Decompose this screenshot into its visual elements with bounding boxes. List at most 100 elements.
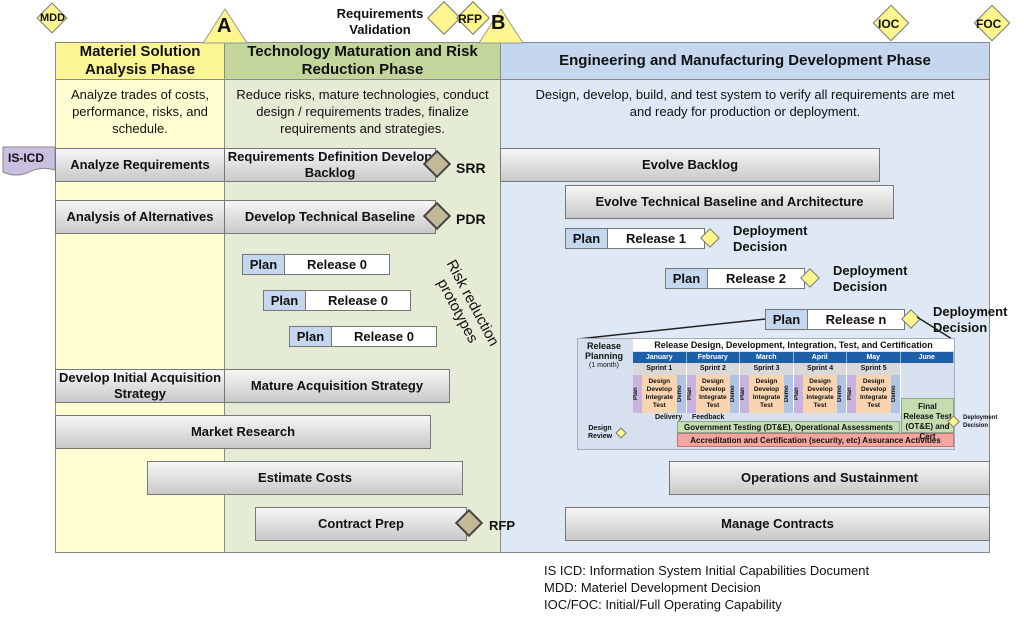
note-mdd: MDD: Materiel Development Decision bbox=[544, 580, 761, 595]
operations-and-sustainment-bar: Operations and Sustainment bbox=[669, 461, 990, 495]
release-planning-label: Release Planning bbox=[585, 341, 623, 361]
month-cell: January bbox=[633, 352, 687, 363]
sprint-plan-cell: Plan bbox=[847, 375, 857, 413]
is-icd-document-shape bbox=[2, 146, 56, 176]
release-0-row-2: Plan Release 0 bbox=[263, 290, 411, 311]
plan-cell: Plan bbox=[766, 310, 808, 329]
plan-cell: Plan bbox=[290, 327, 332, 346]
release-name: Release 0 bbox=[307, 257, 367, 272]
release-name: Release 0 bbox=[328, 293, 388, 308]
sprint-demo-cell: Demo bbox=[676, 375, 686, 413]
release-name: Release 2 bbox=[726, 271, 786, 286]
release-2-row: Plan Release 2 bbox=[665, 268, 805, 289]
month-cell: March bbox=[740, 352, 794, 363]
mature-acquisition-strategy-bar: Mature Acquisition Strategy bbox=[224, 369, 450, 403]
one-month-label: (1 month) bbox=[589, 362, 619, 369]
sprint-cell: Sprint 4 bbox=[794, 363, 848, 375]
milestone-b-label: B bbox=[491, 12, 506, 34]
phase-description-tmrr: Reduce risks, mature technologies, condu… bbox=[236, 87, 489, 136]
requirements-validation-label: Requirements Validation bbox=[336, 6, 424, 37]
sprint-demo-cell: Demo bbox=[837, 375, 847, 413]
deployment-decision-label: Deployment Decision bbox=[733, 223, 808, 254]
sprint-work: Design Develop Integrate Test bbox=[856, 375, 891, 413]
sprint-plan-cell: Plan bbox=[740, 375, 750, 413]
evolve-technical-baseline-bar: Evolve Technical Baseline and Architectu… bbox=[565, 185, 894, 219]
contract-prep-bar: Contract Prep bbox=[255, 507, 467, 541]
month-cell: June bbox=[901, 352, 954, 363]
sprint-cell: Sprint 5 bbox=[847, 363, 901, 375]
plan-cell: Plan bbox=[264, 291, 306, 310]
month-cell: May bbox=[847, 352, 901, 363]
final-release-test-box: Final Release Test (OT&E) and Cert bbox=[901, 398, 954, 441]
sprint-plan-cell: Plan bbox=[686, 375, 696, 413]
milestone-a-label: A bbox=[217, 15, 232, 37]
phase-header-msa: Materiel Solution Analysis Phase bbox=[55, 42, 225, 80]
month-cell: February bbox=[687, 352, 740, 363]
phase-description-emd: Design, develop, build, and test system … bbox=[535, 87, 955, 119]
release-name: Release 0 bbox=[354, 329, 414, 344]
estimate-costs-bar: Estimate Costs bbox=[147, 461, 463, 495]
release-detail-title: Release Design, Development, Integration… bbox=[633, 339, 954, 351]
milestone-a-triangle bbox=[202, 8, 248, 44]
milestone-foc-label: FOC bbox=[976, 17, 1002, 31]
note-is-icd: IS ICD: Information System Initial Capab… bbox=[544, 563, 870, 578]
milestone-mdd-label: MDD bbox=[40, 12, 66, 24]
phase-header-emd: Engineering and Manufacturing Developmen… bbox=[500, 42, 990, 80]
release-name: Release 1 bbox=[626, 231, 686, 246]
sprint-cell: Sprint 3 bbox=[740, 363, 794, 375]
release-0-row-3: Plan Release 0 bbox=[289, 326, 437, 347]
sprint-work: Design Develop Integrate Test bbox=[695, 375, 731, 413]
release-1-row: Plan Release 1 bbox=[565, 228, 705, 249]
feedback-label: Feedback bbox=[692, 414, 725, 421]
month-cell: April bbox=[794, 352, 847, 363]
develop-initial-acquisition-strategy-bar: Develop Initial Acquisition Strategy bbox=[55, 369, 225, 403]
design-review-label: Design Review bbox=[587, 425, 613, 440]
sprint-work: Design Develop Integrate Test bbox=[802, 375, 838, 413]
plan-cell: Plan bbox=[243, 255, 285, 274]
deployment-decision-label: Deployment Decision bbox=[833, 263, 908, 294]
milestone-ioc-label: IOC bbox=[878, 17, 900, 31]
analysis-of-alternatives-bar: Analysis of Alternatives bbox=[55, 200, 225, 234]
sprint-demo-cell: Demo bbox=[730, 375, 740, 413]
accreditation-bar: Accreditation and Certification (securit… bbox=[677, 433, 954, 447]
milestone-b-triangle bbox=[478, 8, 524, 44]
government-testing-bar: Government Testing (DT&E), Operational A… bbox=[677, 421, 900, 433]
note-ioc-foc: IOC/FOC: Initial/Full Operating Capabili… bbox=[544, 597, 782, 612]
analyze-requirements-bar: Analyze Requirements bbox=[55, 148, 225, 182]
plan-cell: Plan bbox=[666, 269, 708, 288]
develop-technical-baseline-bar: Develop Technical Baseline bbox=[224, 200, 436, 234]
phase-header-tmrr: Technology Maturation and Risk Reduction… bbox=[224, 42, 501, 80]
sprint-cell: Sprint 1 bbox=[633, 363, 687, 375]
sprint-plan-cell: Plan bbox=[633, 375, 642, 413]
sprint-work: Design Develop Integrate Test bbox=[749, 375, 784, 413]
manage-contracts-bar: Manage Contracts bbox=[565, 507, 990, 541]
market-research-bar: Market Research bbox=[55, 415, 431, 449]
plan-cell: Plan bbox=[566, 229, 608, 248]
phase-description-msa: Analyze trades of costs, performance, ri… bbox=[70, 87, 209, 136]
final-deployment-decision-label: Deployment Decision bbox=[963, 415, 998, 429]
milestone-rfp-contract-label: RFP bbox=[489, 518, 515, 533]
requirements-definition-bar: Requirements Definition Develop Backlog bbox=[224, 148, 436, 182]
is-icd-label: IS-ICD bbox=[8, 151, 44, 165]
release-name: Release n bbox=[825, 312, 887, 327]
milestone-srr-label: SRR bbox=[456, 160, 486, 176]
milestone-rfp-label: RFP bbox=[458, 12, 482, 26]
delivery-label: Delivery bbox=[655, 414, 683, 421]
sprint-work: Design Develop Integrate Test bbox=[642, 375, 677, 413]
release-0-row-1: Plan Release 0 bbox=[242, 254, 390, 275]
sprint-cell: Sprint 2 bbox=[687, 363, 741, 375]
sprint-plan-cell: Plan bbox=[793, 375, 803, 413]
evolve-backlog-bar: Evolve Backlog bbox=[500, 148, 880, 182]
zoom-callout-lines bbox=[577, 316, 953, 340]
sprint-demo-cell: Demo bbox=[783, 375, 793, 413]
sprint-demo-cell: Demo bbox=[890, 375, 900, 413]
milestone-pdr-label: PDR bbox=[456, 211, 486, 227]
